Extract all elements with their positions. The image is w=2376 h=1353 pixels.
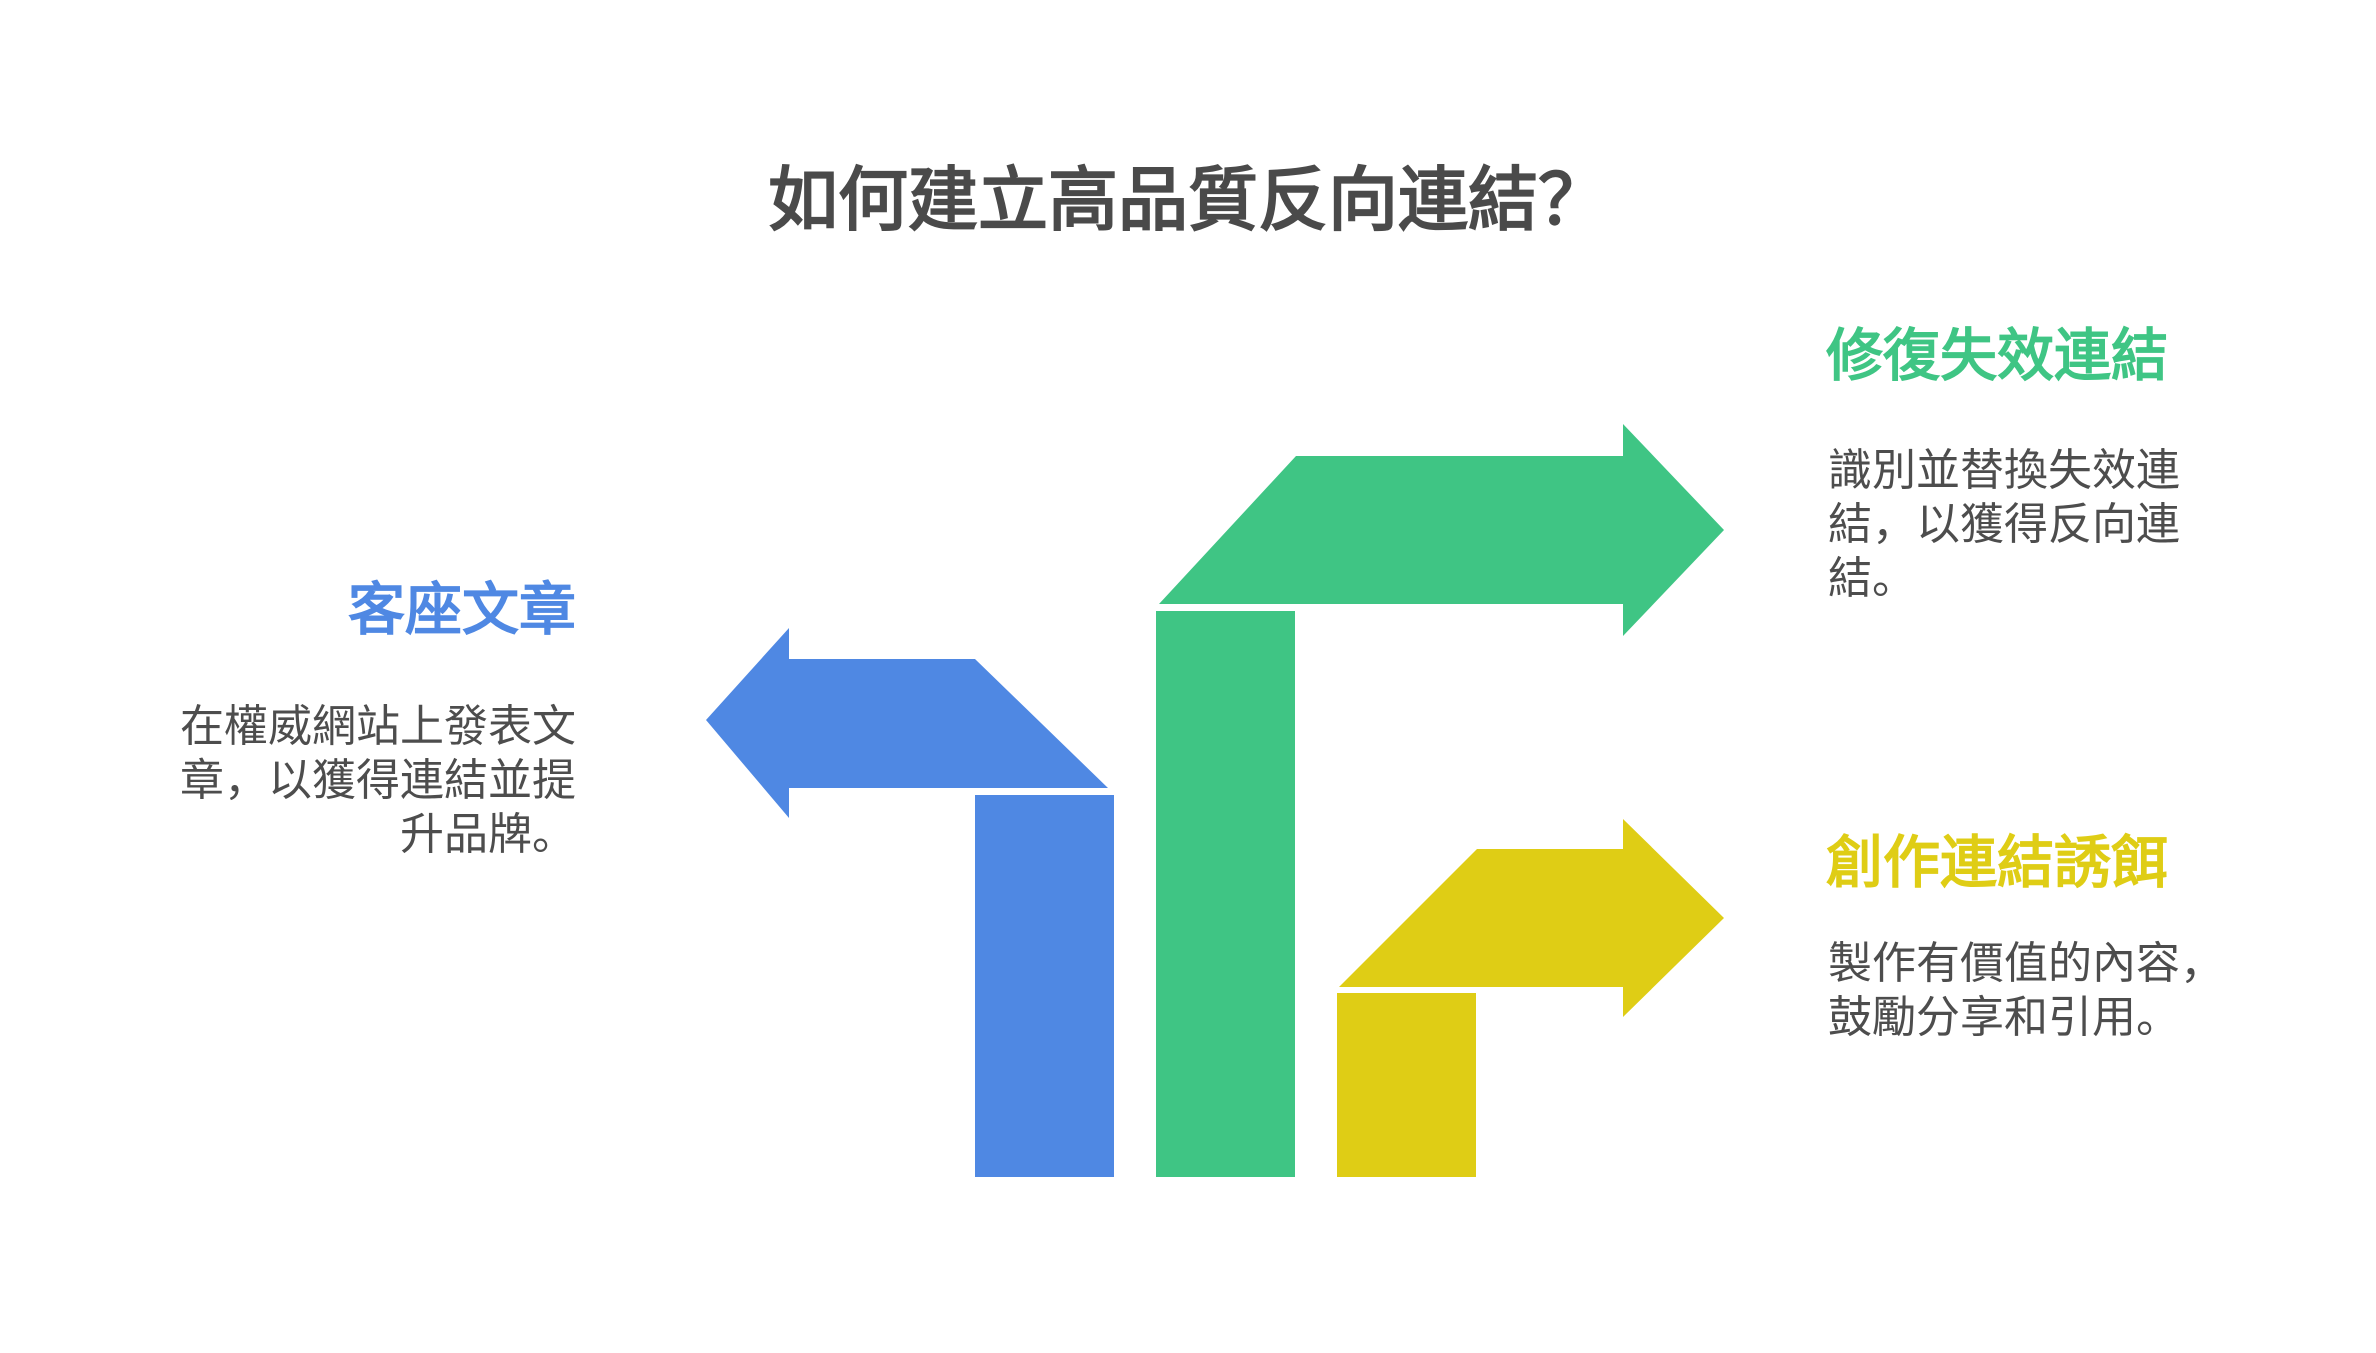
description-line: 在權威網站上發表文 <box>180 701 576 752</box>
description-link-bait: 製作有價值的內容， 鼓勵分享和引用。 <box>1828 937 2308 1045</box>
arrow-link-bait <box>1337 819 1724 1177</box>
right-arrow-icon <box>1159 424 1724 636</box>
left-arrow-icon <box>706 628 1108 818</box>
description-line: 章，以獲得連結並提 <box>180 755 576 806</box>
yellow-bar <box>1337 993 1476 1177</box>
description-line: 鼓勵分享和引用。 <box>1828 992 2180 1043</box>
green-bar <box>1156 611 1295 1177</box>
arrow-guest-post <box>706 628 1114 1177</box>
heading-guest-post: 客座文章 <box>348 577 576 643</box>
description-line: 製作有價值的內容， <box>1828 938 2224 989</box>
description-line: 結，以獲得反向連 <box>1828 499 2180 550</box>
heading-fix-broken-links: 修復失效連結 <box>1826 323 2168 389</box>
description-line: 結。 <box>1828 553 1916 604</box>
blue-bar <box>975 795 1114 1177</box>
description-line: 升品牌。 <box>400 809 576 860</box>
arrow-fix-broken-links <box>1156 424 1724 1177</box>
description-line: 識別並替換失效連 <box>1828 445 2180 496</box>
heading-link-bait: 創作連結誘餌 <box>1826 830 2168 896</box>
description-guest-post: 在權威網站上發表文 章，以獲得連結並提 升品牌。 <box>136 700 576 862</box>
right-arrow-icon <box>1339 819 1724 1017</box>
page-title: 如何建立高品質反向連結？ <box>768 159 1608 241</box>
description-fix-broken-links: 識別並替換失效連 結，以獲得反向連 結。 <box>1828 444 2268 606</box>
